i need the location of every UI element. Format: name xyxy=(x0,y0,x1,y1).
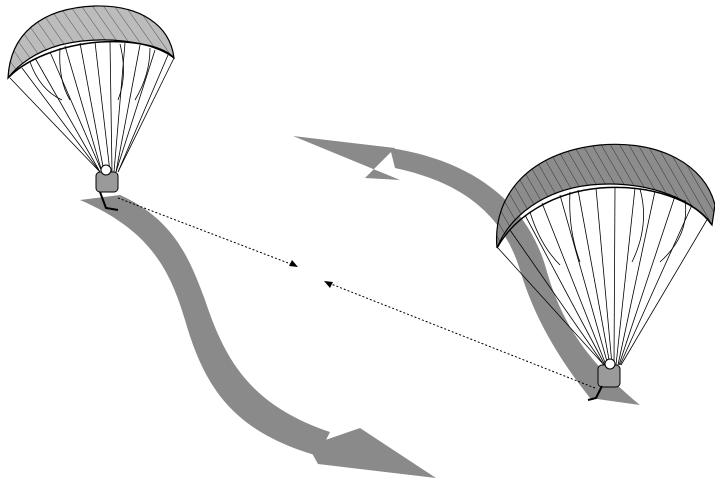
paraglider-icon xyxy=(8,6,174,210)
left-curved-arrow xyxy=(80,195,436,478)
pilot-left xyxy=(8,6,174,210)
